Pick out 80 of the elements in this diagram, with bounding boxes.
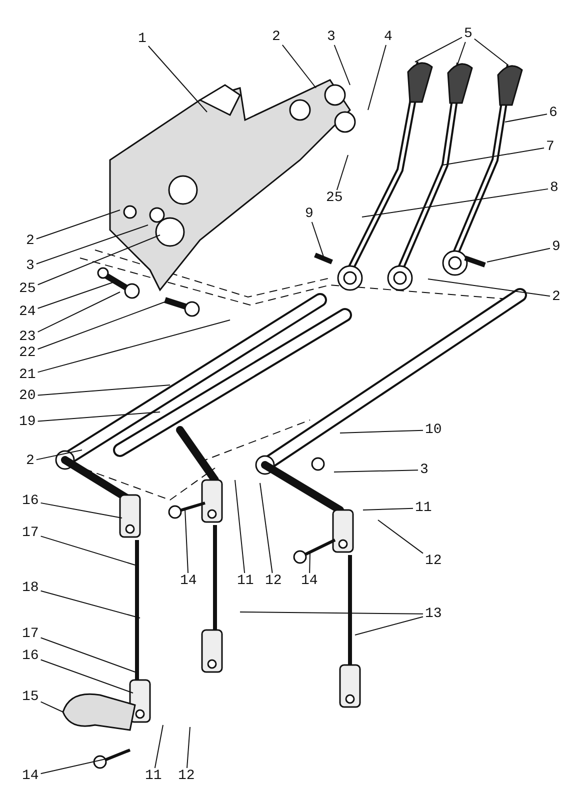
callout-number: 2 — [271, 30, 282, 44]
leader-line — [37, 384, 170, 396]
callout-number: 2 — [25, 454, 36, 468]
callout-number: 4 — [383, 30, 394, 44]
leader-line — [148, 46, 208, 112]
callout-number: 17 — [21, 627, 40, 641]
callout-number: 9 — [304, 207, 314, 221]
callout-number: 11 — [144, 769, 163, 783]
callout-number: 3 — [25, 259, 36, 273]
leader-line — [362, 508, 414, 510]
leader-line — [458, 42, 466, 64]
leader-line — [428, 278, 550, 297]
leader-line — [282, 44, 316, 88]
leader-line — [336, 154, 348, 190]
leader-line — [154, 724, 164, 768]
callout-number: 3 — [419, 463, 430, 477]
callout-number: 1 — [137, 32, 148, 46]
leader-line — [368, 44, 386, 110]
leader-line — [36, 210, 120, 240]
leader-line — [40, 502, 122, 518]
callout-number: 20 — [18, 389, 37, 403]
leader-line — [36, 224, 148, 264]
callout-number: 17 — [21, 526, 40, 540]
callout-number: 12 — [264, 574, 283, 588]
leader-line — [260, 482, 273, 574]
leader-line — [40, 637, 136, 672]
callout-number: 11 — [414, 501, 433, 515]
callout-number: 19 — [18, 415, 37, 429]
leader-line — [442, 148, 544, 166]
leader-line — [37, 282, 114, 309]
leader-line — [474, 38, 508, 66]
leader-line — [37, 320, 230, 373]
callout-number: 10 — [424, 423, 443, 437]
leader-line — [334, 44, 350, 86]
callout-number: 23 — [18, 330, 37, 344]
leader-line — [36, 450, 82, 460]
callout-number: 21 — [18, 368, 37, 382]
callout-number: 22 — [18, 346, 37, 360]
callout-number: 24 — [18, 305, 37, 319]
callout-number: 11 — [236, 574, 255, 588]
callout-number: 16 — [21, 649, 40, 663]
leader-line — [40, 659, 134, 694]
callout-number: 2 — [551, 290, 562, 304]
callout-number: 14 — [21, 769, 40, 783]
callout-number: 14 — [300, 574, 319, 588]
callout-number: 2 — [25, 234, 36, 248]
callout-number: 12 — [424, 554, 443, 568]
callout-number: 18 — [21, 581, 40, 595]
leader-line — [354, 616, 424, 636]
callout-number: 13 — [424, 607, 443, 621]
leader-line — [40, 536, 136, 566]
leader-line — [234, 480, 246, 574]
callout-number: 15 — [21, 690, 40, 704]
leader-line — [486, 248, 550, 262]
leader-line — [414, 36, 462, 62]
leader-line — [37, 234, 160, 286]
leader-line — [334, 470, 418, 472]
callout-number: 8 — [549, 181, 560, 195]
callout-number: 7 — [545, 140, 556, 154]
leader-line — [40, 590, 140, 618]
callout-number: 16 — [21, 494, 40, 508]
callout-number: 12 — [177, 769, 196, 783]
leader-line — [240, 612, 424, 614]
leader-line — [37, 292, 120, 332]
leader-line — [184, 508, 189, 574]
callout-number: 14 — [179, 574, 198, 588]
callout-number: 6 — [548, 106, 558, 120]
leader-line — [309, 552, 310, 574]
callout-number: 25 — [325, 191, 344, 205]
callout-number: 5 — [463, 27, 474, 41]
leader-line — [186, 726, 190, 768]
leader-line — [362, 188, 548, 218]
leader-line — [378, 520, 424, 554]
leader-line — [37, 412, 160, 422]
callout-number: 9 — [551, 240, 562, 254]
callout-number: 3 — [326, 30, 336, 44]
callout-number: 25 — [18, 282, 37, 296]
leader-line — [40, 701, 64, 712]
leader-line — [504, 114, 548, 122]
leader-line — [340, 430, 424, 434]
